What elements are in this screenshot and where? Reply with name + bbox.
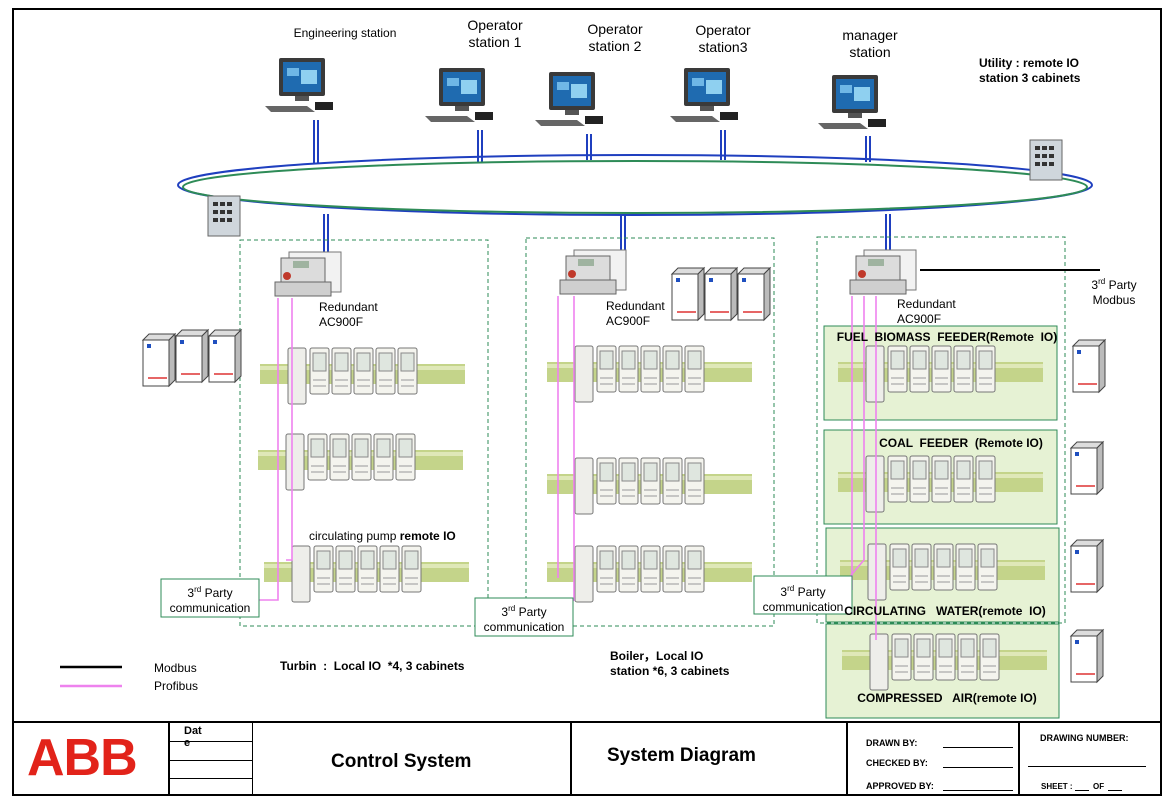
tb-divider-2 xyxy=(252,722,253,796)
third-party-comm-left: 3rd Party communication xyxy=(169,585,251,615)
tb-divider-3 xyxy=(570,722,572,796)
third-party-comm-middle: 3rd Party communication xyxy=(483,604,565,634)
drawing-number-field xyxy=(1028,766,1146,767)
tb-divider-1 xyxy=(168,722,170,796)
approved-by-label: APPROVED BY: xyxy=(866,781,934,791)
drawn-by-field xyxy=(943,747,1013,748)
compressed-air-title: COMPRESSED AIR(remote IO) xyxy=(857,691,1037,705)
circulating-water-title: CIRCULATING WATER(remote IO) xyxy=(844,604,1046,618)
tb-divider-4 xyxy=(846,722,848,796)
drawn-by-label: DRAWN BY: xyxy=(866,738,918,748)
of-label: OF xyxy=(1093,782,1105,791)
checked-by-label: CHECKED BY: xyxy=(866,758,928,768)
circulating-pump-label: circulating pump remote IO xyxy=(309,529,456,543)
control-system-title: Control System xyxy=(331,751,472,772)
engineering-station-label: Engineering station xyxy=(293,26,397,40)
checked-by-field xyxy=(943,767,1013,768)
approved-by-field xyxy=(943,790,1013,791)
fuel-feeder-title: FUEL BIOMASS FEEDER(Remote IO) xyxy=(836,330,1058,344)
title-block-top-border xyxy=(12,721,1162,723)
drawing-frame xyxy=(12,8,1162,796)
of-field xyxy=(1108,790,1122,791)
abb-logo: ABB xyxy=(27,729,138,787)
drawing-number-label: DRAWING NUMBER: xyxy=(1040,733,1129,743)
tb-date-row-2 xyxy=(170,760,252,761)
legend-profibus: Profibus xyxy=(154,679,199,693)
sheet-field xyxy=(1075,790,1089,791)
third-party-comm-right: 3rd Party communication xyxy=(762,584,844,614)
third-party-modbus-label: 3rd Party Modbus xyxy=(1091,277,1137,307)
system-diagram-title: System Diagram xyxy=(607,745,756,766)
tb-divider-5 xyxy=(1018,722,1020,796)
tb-date-row-1 xyxy=(170,741,252,742)
coal-feeder-title: COAL FEEDER (Remote IO) xyxy=(879,436,1043,450)
legend-modbus: Modbus xyxy=(154,661,197,675)
tb-date-row-3 xyxy=(170,778,252,779)
turbin-note: Turbin : Local IO *4, 3 cabinets xyxy=(280,659,465,673)
sheet-label: SHEET : xyxy=(1041,782,1073,791)
